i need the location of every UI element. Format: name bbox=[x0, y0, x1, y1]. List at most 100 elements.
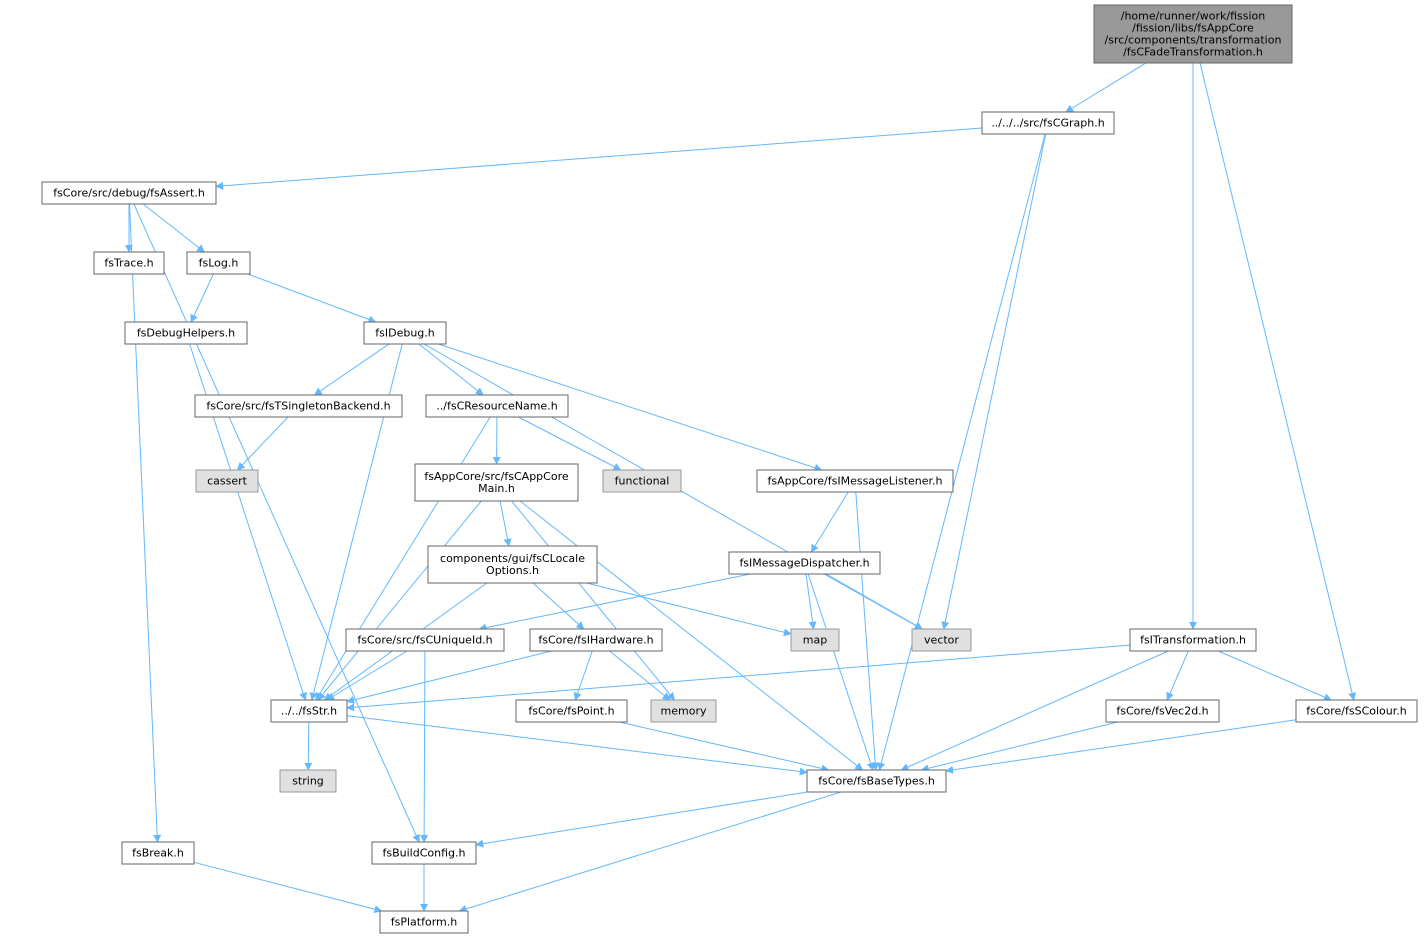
node-box bbox=[425, 394, 569, 418]
node-label: Options.h bbox=[486, 564, 539, 577]
edge-msglistener-to-msgdispatcher bbox=[810, 491, 849, 553]
edge-log-to-debughelpers bbox=[190, 273, 214, 323]
node-box bbox=[371, 841, 477, 865]
edge-str-to-string bbox=[304, 721, 313, 771]
node-box bbox=[414, 463, 579, 502]
node-box bbox=[124, 321, 248, 345]
node-idebug[interactable]: fsIDebug.h bbox=[363, 321, 447, 345]
node-box bbox=[790, 628, 840, 652]
node-label: fsCore/fsSColour.h bbox=[1306, 705, 1407, 718]
node-label: fsPlatform.h bbox=[391, 916, 457, 929]
edge-idebug-to-singleton bbox=[313, 343, 390, 396]
node-buildconfig[interactable]: fsBuildConfig.h bbox=[371, 841, 477, 865]
node-break[interactable]: fsBreak.h bbox=[121, 841, 195, 865]
node-box bbox=[515, 699, 628, 723]
node-cgraph[interactable]: ../../../src/fsCGraph.h bbox=[981, 111, 1115, 135]
node-label: string bbox=[292, 775, 324, 788]
node-label: fsCore/fsBaseTypes.h bbox=[818, 775, 935, 788]
node-label: map bbox=[803, 634, 827, 647]
node-label: fsTrace.h bbox=[104, 257, 153, 270]
edge-basetypes-to-platform bbox=[458, 791, 842, 913]
node-label: fsBreak.h bbox=[132, 847, 184, 860]
node-box bbox=[194, 394, 403, 418]
edge-ihardware-to-point bbox=[573, 650, 593, 701]
edge-msgdispatcher-to-map bbox=[805, 573, 817, 630]
edge-itransform-to-scolour bbox=[1218, 650, 1332, 701]
node-label: ../fsCResourceName.h bbox=[436, 400, 557, 413]
node-assert[interactable]: fsCore/src/debug/fsAssert.h bbox=[41, 181, 217, 205]
node-box bbox=[270, 699, 348, 723]
node-box bbox=[602, 469, 682, 493]
edge-cgraph-to-basetypes bbox=[877, 133, 1046, 771]
node-trace[interactable]: fsTrace.h bbox=[93, 251, 165, 275]
node-singleton[interactable]: fsCore/src/fsTSingletonBackend.h bbox=[194, 394, 403, 418]
node-box bbox=[379, 910, 469, 934]
node-label: /src/components/transformation bbox=[1105, 34, 1282, 47]
node-root[interactable]: /home/runner/work/fission/fission/libs/f… bbox=[1093, 4, 1293, 64]
node-scolour[interactable]: fsCore/fsSColour.h bbox=[1295, 699, 1418, 723]
edge-assert-to-log bbox=[142, 203, 206, 253]
edge-appcoremain-to-clocale bbox=[499, 500, 512, 547]
node-box bbox=[345, 628, 505, 652]
edge-cgraph-to-vector bbox=[941, 133, 1047, 630]
node-label: fsCore/src/fsTSingletonBackend.h bbox=[206, 400, 390, 413]
node-label: ../../fsStr.h bbox=[281, 705, 337, 718]
edge-break-to-platform bbox=[193, 861, 383, 914]
edge-appcoremain-to-memory bbox=[511, 500, 676, 701]
node-box bbox=[279, 769, 337, 793]
node-debughelpers[interactable]: fsDebugHelpers.h bbox=[124, 321, 248, 345]
node-box bbox=[186, 251, 251, 275]
edge-log-to-idebug bbox=[247, 273, 377, 324]
node-resname[interactable]: ../fsCResourceName.h bbox=[425, 394, 569, 418]
node-box bbox=[981, 111, 1115, 135]
node-label: fsDebugHelpers.h bbox=[137, 327, 235, 340]
node-box bbox=[93, 251, 165, 275]
node-cassert: cassert bbox=[195, 469, 259, 493]
edge-idebug-to-msglistener bbox=[438, 343, 823, 472]
node-box bbox=[529, 628, 663, 652]
node-label: fsCore/fsPoint.h bbox=[528, 705, 614, 718]
node-label: /fsCFadeTransformation.h bbox=[1123, 46, 1263, 59]
node-box bbox=[121, 841, 195, 865]
node-label: memory bbox=[661, 705, 707, 718]
node-uniqueid[interactable]: fsCore/src/fsCUniqueId.h bbox=[345, 628, 505, 652]
node-label: fsAppCore/fsIMessageListener.h bbox=[767, 475, 942, 488]
node-vec2d[interactable]: fsCore/fsVec2d.h bbox=[1105, 699, 1220, 723]
node-box bbox=[363, 321, 447, 345]
edge-msglistener-to-basetypes bbox=[855, 491, 880, 771]
node-string: string bbox=[279, 769, 337, 793]
node-msgdispatcher[interactable]: fsIMessageDispatcher.h bbox=[728, 551, 881, 575]
node-label: functional bbox=[615, 475, 670, 488]
node-box bbox=[1295, 699, 1418, 723]
node-memory: memory bbox=[650, 699, 717, 723]
node-str[interactable]: ../../fsStr.h bbox=[270, 699, 348, 723]
node-label: fsITransformation.h bbox=[1140, 634, 1246, 647]
edge-str-to-basetypes bbox=[346, 715, 808, 776]
node-label: vector bbox=[924, 634, 959, 647]
node-msglistener[interactable]: fsAppCore/fsIMessageListener.h bbox=[756, 469, 954, 493]
node-log[interactable]: fsLog.h bbox=[186, 251, 251, 275]
node-box bbox=[728, 551, 881, 575]
edge-root-to-cgraph bbox=[1065, 62, 1147, 113]
node-label: fsIDebug.h bbox=[375, 327, 435, 340]
node-basetypes[interactable]: fsCore/fsBaseTypes.h bbox=[806, 769, 947, 793]
edge-basetypes-to-buildconfig bbox=[475, 791, 808, 848]
edge-uniqueid-to-str bbox=[326, 650, 408, 701]
edge-msgdispatcher-to-basetypes bbox=[807, 573, 875, 771]
edge-assert-to-buildconfig bbox=[133, 203, 420, 843]
edge-assert-to-break bbox=[129, 203, 162, 843]
node-itransform[interactable]: fsITransformation.h bbox=[1129, 628, 1257, 652]
node-label: /fission/libs/fsAppCore bbox=[1132, 22, 1254, 35]
edge-clocale-to-map bbox=[586, 582, 792, 637]
node-label: fsLog.h bbox=[199, 257, 239, 270]
node-platform[interactable]: fsPlatform.h bbox=[379, 910, 469, 934]
node-point[interactable]: fsCore/fsPoint.h bbox=[515, 699, 628, 723]
node-ihardware[interactable]: fsCore/fsIHardware.h bbox=[529, 628, 663, 652]
node-box bbox=[1129, 628, 1257, 652]
node-label: cassert bbox=[207, 475, 248, 488]
node-label: Main.h bbox=[478, 482, 515, 495]
edge-itransform-to-str bbox=[346, 644, 1131, 712]
edge-vec2d-to-basetypes bbox=[920, 721, 1118, 773]
